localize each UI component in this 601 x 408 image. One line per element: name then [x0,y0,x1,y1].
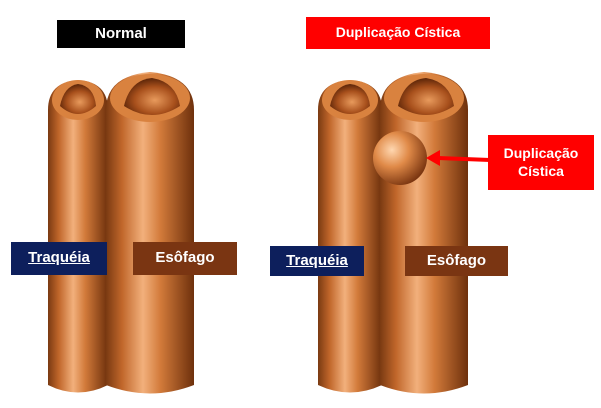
cyst-sphere [373,131,427,185]
duplication-model [318,72,468,394]
trachea-tube-normal [48,80,108,393]
callout-label: Duplicação Cística [488,135,594,190]
esophagus-label-normal: Esôfago [133,242,237,275]
normal-title: Normal [57,20,185,48]
trachea-label-duplication: Traquéia [270,246,364,276]
esophagus-tube-duplication [380,72,468,394]
esophagus-label-duplication: Esôfago [405,246,508,276]
esophagus-tube-normal [106,72,194,394]
trachea-tube-duplication [318,80,382,393]
normal-model [48,72,194,394]
trachea-label-normal: Traquéia [11,242,107,275]
duplication-title: Duplicação Cística [306,17,490,49]
